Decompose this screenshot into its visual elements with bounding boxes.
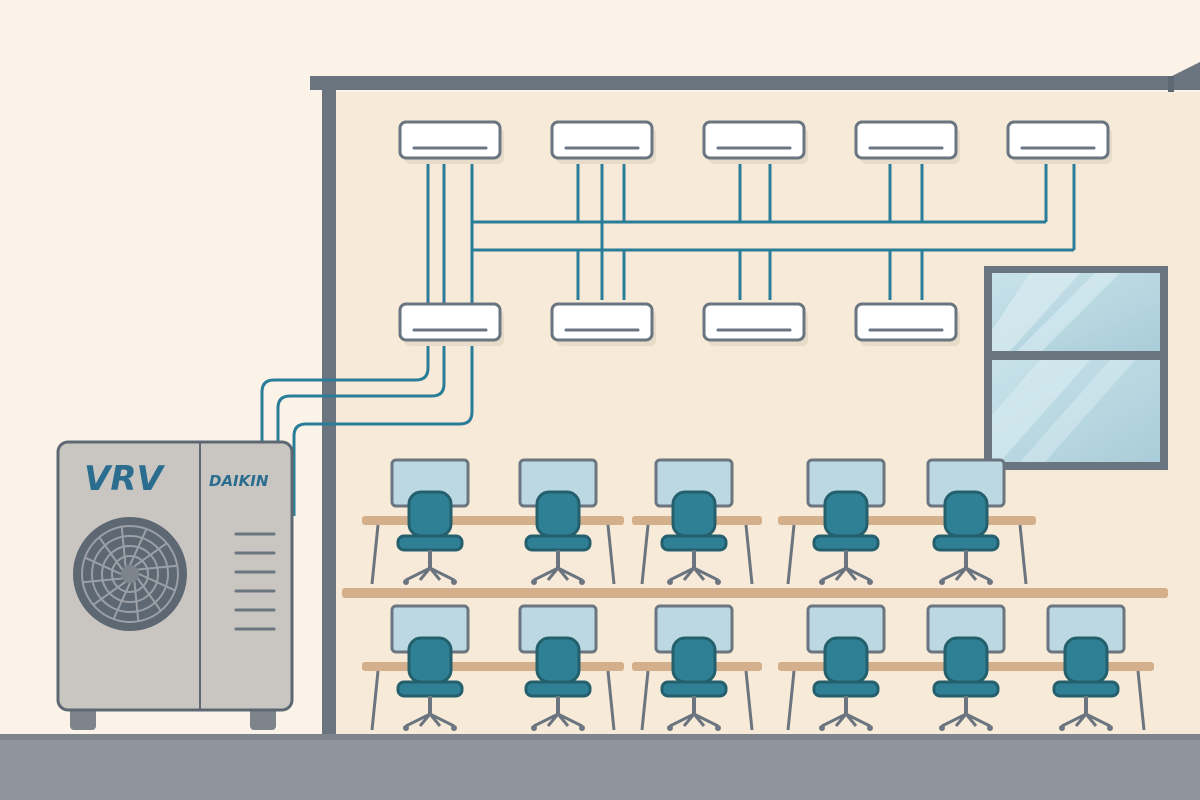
tier-divider-shelf [342,588,1168,598]
office-chair [524,636,592,731]
refrigerant-pipe-run [276,160,446,442]
ground-edge [0,734,1200,740]
workstation [926,458,1006,585]
workstation [654,458,734,585]
desk [632,516,762,585]
workstation [926,604,1006,731]
workstations [362,458,1154,731]
office-chair [524,490,592,585]
vrv-model-label: VRV [84,459,165,499]
roof-corner [1168,76,1174,92]
fan-hub [121,565,139,583]
office-chair [932,636,1000,731]
indoor-units [398,120,1112,346]
indoor-ac-unit [854,302,960,346]
workstation [654,604,734,731]
building-left-wall [322,90,336,742]
indoor-ac-unit [854,120,960,164]
ground [0,738,1200,800]
indoor-ac-unit [702,302,808,346]
indoor-ac-unit [550,120,656,164]
refrigerant-pipe-run [292,160,474,516]
daikin-brand-label: DAIKIN [209,472,269,490]
workstation [518,458,598,585]
workstation [1046,604,1126,731]
workstation [518,604,598,731]
refrigerant-piping [260,160,1076,516]
office-chair [812,490,880,585]
office-chair [660,636,728,731]
fan-spokes [82,526,178,622]
indoor-ac-unit [398,302,504,346]
indoor-ac-unit [1006,120,1112,164]
office-chair [396,490,464,585]
workstation [390,458,470,585]
outdoor-vrv-unit: VRV DAIKIN [56,440,294,730]
workstation [390,604,470,731]
office-chair [932,490,1000,585]
office-chair [660,490,728,585]
workstation [806,458,886,585]
workstation [806,604,886,731]
fan-grille-rings [81,525,179,623]
office-chair [396,636,464,731]
indoor-ac-unit [550,302,656,346]
roof-cap-right [1168,76,1200,90]
office-chair [1052,636,1120,731]
indoor-ac-unit [702,120,808,164]
indoor-ac-unit [398,120,504,164]
office-chair [812,636,880,731]
roof-line [310,62,1200,90]
vent-slots [234,532,276,631]
window [984,266,1168,470]
refrigerant-pipe-run [260,160,430,442]
